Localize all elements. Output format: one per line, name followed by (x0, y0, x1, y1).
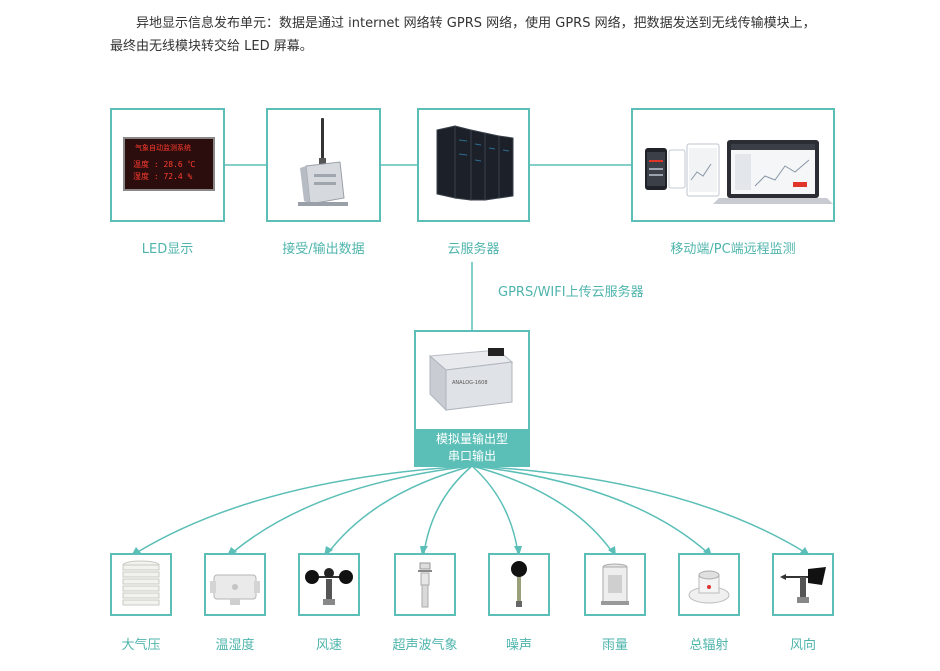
server-rack-icon (436, 125, 514, 201)
intro-line-1: 异地显示信息发布单元：数据是通过 internet 网络转 GPRS 网络，使用… (136, 16, 816, 31)
hub-device-text: ANALOG-1608 (452, 380, 488, 386)
label-sensor-pressure: 大气压 (121, 638, 161, 653)
anemometer-icon (305, 568, 353, 605)
temp-humidity-box-icon (210, 574, 260, 605)
intro-paragraph: 异地显示信息发布单元：数据是通过 internet 网络转 GPRS 网络，使用… (110, 12, 850, 58)
label-sensor-temp-humidity: 温湿度 (215, 638, 255, 653)
label-cloud-server: 云服务器 (447, 242, 500, 257)
sensor-temp-humidity (204, 553, 266, 616)
label-sensor-ultrasonic: 超声波气象 (392, 638, 458, 653)
label-sensor-radiation: 总辐射 (689, 638, 729, 653)
rain-gauge-icon (601, 563, 629, 605)
sensor-wind-direction (772, 553, 834, 616)
node-wireless-module (266, 108, 381, 222)
node-led-display: 气象自动监测系统 温度 : 28.6 ℃ 湿度 : 72.4 % (110, 108, 225, 222)
led-screen-row-2: 湿度 : 72.4 % (133, 172, 193, 181)
hub-caption: 模拟量输出型 串口输出 (415, 429, 529, 466)
sensor-ultrasonic (394, 553, 456, 616)
arc-sensor-1 (135, 465, 473, 554)
ultrasonic-station-icon (418, 562, 432, 608)
arc-sensor-3 (327, 465, 473, 554)
wireless-module-icon (298, 118, 348, 206)
node-remote-monitoring (631, 108, 835, 222)
led-screen-row-1: 温度 : 28.6 ℃ (133, 160, 196, 169)
noise-sensor-icon (511, 561, 527, 607)
arc-sensor-5 (471, 465, 519, 554)
uplink-label: GPRS/WIFI上传云服务器 (498, 285, 644, 300)
arrow-sensor-5 (514, 546, 522, 556)
hub-caption-line-2: 串口输出 (447, 449, 496, 463)
arc-sensor-8 (471, 465, 807, 554)
label-sensor-wind-direction: 风向 (789, 638, 816, 653)
intro-line-2: 最终由无线模块转交给 LED 屏幕。 (110, 39, 313, 54)
node-cloud-server (417, 108, 530, 222)
sensor-wind-speed (298, 553, 360, 616)
hub-caption-line-1: 模拟量输出型 (435, 432, 508, 446)
label-sensor-noise: 噪声 (505, 638, 532, 653)
devices-icon (645, 140, 833, 204)
sensor-rain (584, 553, 646, 616)
led-screen-icon: 气象自动监测系统 温度 : 28.6 ℃ 湿度 : 72.4 % (123, 137, 215, 191)
label-remote-monitoring: 移动端/PC端远程监测 (670, 242, 796, 257)
label-sensor-wind-speed: 风速 (315, 638, 342, 653)
arc-sensor-7 (471, 465, 709, 554)
pyranometer-icon (688, 570, 730, 604)
label-led-display: LED显示 (141, 242, 194, 257)
led-screen-title: 气象自动监测系统 (135, 144, 191, 152)
arc-sensor-4 (423, 465, 473, 554)
sensor-noise (488, 553, 550, 616)
label-wireless-module: 接受/输出数据 (282, 242, 365, 257)
sensor-pressure (110, 553, 172, 616)
label-sensor-rain: 雨量 (601, 638, 628, 653)
sensor-radiation (678, 553, 740, 616)
arc-sensor-2 (231, 465, 473, 554)
analog-output-module-icon: ANALOG-1608 (428, 348, 514, 412)
arc-sensor-6 (471, 465, 614, 554)
wind-vane-icon (780, 567, 826, 603)
radiation-shield-icon (122, 560, 160, 606)
